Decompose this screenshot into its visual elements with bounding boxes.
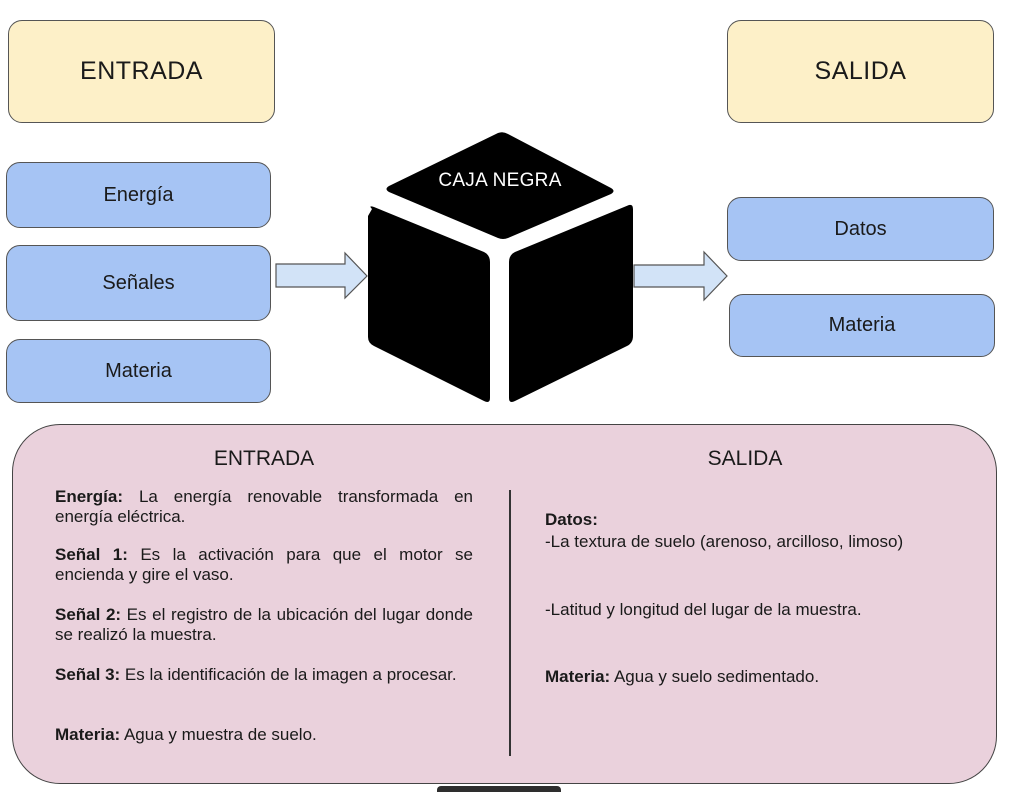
term-label: Señal 3: <box>55 665 121 684</box>
entrada-header-label: ENTRADA <box>80 57 203 85</box>
input-energia-label: Energía <box>103 183 174 206</box>
salida-header: SALIDA <box>727 20 994 123</box>
input-materia-label: Materia <box>105 359 172 382</box>
output-datos-label: Datos <box>834 217 887 240</box>
bottom-tab <box>437 786 561 792</box>
desc-text: La energía renovable transformada en ene… <box>55 487 473 526</box>
salida-datos-latitud: -Latitud y longitud del lugar de la mues… <box>545 600 862 619</box>
panel-divider <box>509 490 511 756</box>
desc-text: Es la identificación de la imagen a proc… <box>120 665 457 684</box>
input-arrow <box>275 251 368 300</box>
output-arrow <box>633 250 728 302</box>
cube-top-face <box>386 132 614 239</box>
term-label: Señal 1: <box>55 545 128 564</box>
output-materia-label: Materia <box>828 314 896 336</box>
term-label: Datos: <box>545 510 598 529</box>
input-senales-box: Señales <box>6 245 271 321</box>
desc-text: Es el registro de la ubicación del lugar… <box>55 605 473 644</box>
salida-datos-term: Datos: <box>545 510 945 530</box>
term-label: Materia: <box>545 667 611 686</box>
desc-text: Es la activación para que el motor se en… <box>55 545 473 584</box>
input-senales-label: Señales <box>102 271 175 294</box>
salida-header-label: SALIDA <box>814 57 907 85</box>
output-materia-box: Materia <box>729 294 995 357</box>
diagram-graphics <box>275 132 728 402</box>
cube-right-face <box>509 204 633 402</box>
entrada-senal1-desc: Señal 1: Es la activación para que el mo… <box>55 545 473 585</box>
black-box-label: CAJA NEGRA <box>438 170 562 191</box>
description-panel <box>12 424 997 784</box>
desc-text: Agua y muestra de suelo. <box>120 725 317 744</box>
entrada-materia-desc: Materia: Agua y muestra de suelo. <box>55 725 473 745</box>
salida-materia-desc: Materia: Agua y suelo sedimentado. <box>545 667 945 687</box>
term-label: Energía: <box>55 487 124 506</box>
entrada-header: ENTRADA <box>8 20 275 123</box>
salida-datos-textura: -La textura de suelo (arenoso, arcilloso… <box>545 532 904 551</box>
term-label: Materia: <box>55 725 121 744</box>
desc-text: Agua y suelo sedimentado. <box>610 667 820 686</box>
entrada-energia-desc: Energía: La energía renovable transforma… <box>55 487 473 527</box>
entrada-senal2-desc: Señal 2: Es el registro de la ubicación … <box>55 605 473 645</box>
cube-left-face <box>368 206 490 402</box>
input-energia-box: Energía <box>6 162 271 228</box>
panel-salida-title: SALIDA <box>707 447 783 470</box>
output-datos-box: Datos <box>727 197 994 261</box>
panel-entrada-title: ENTRADA <box>213 447 315 470</box>
term-label: Señal 2: <box>55 605 122 624</box>
entrada-senal3-desc: Señal 3: Es la identificación de la imag… <box>55 665 473 685</box>
input-materia-box: Materia <box>6 339 271 403</box>
